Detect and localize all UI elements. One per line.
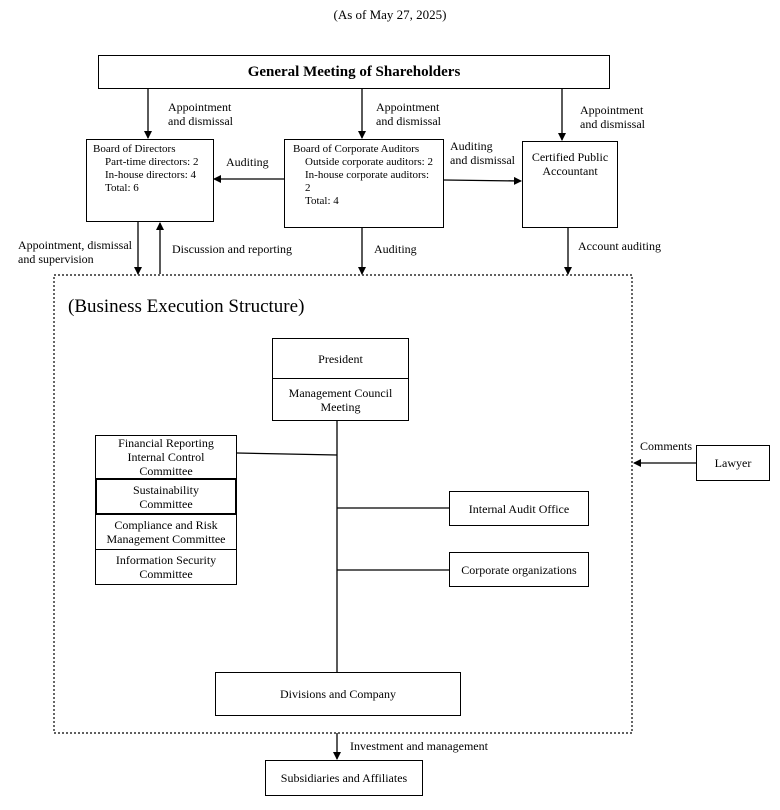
committee-compliance-risk[interactable]: Compliance and Risk Management Committee bbox=[95, 514, 237, 550]
lawyer-label: Lawyer bbox=[714, 456, 752, 470]
board-of-directors-line: In-house directors: 4 bbox=[105, 169, 197, 181]
subsidiaries-affiliates-label: Subsidiaries and Affiliates bbox=[280, 771, 408, 785]
committee-information-security[interactable]: Information Security Committee bbox=[95, 549, 237, 585]
president-box[interactable]: President bbox=[272, 338, 409, 379]
committee-label: Information Security Committee bbox=[115, 553, 217, 581]
internal-audit-office-label: Internal Audit Office bbox=[468, 501, 570, 516]
label-investment-management: Investment and management bbox=[350, 739, 488, 753]
committee-label: Financial Reporting Internal Control Com… bbox=[118, 436, 214, 478]
committees-connector bbox=[236, 452, 338, 456]
label-appointment-supervision: Appointment, dismissal and supervision bbox=[18, 238, 132, 266]
board-of-directors-line: Part-time directors: 2 bbox=[105, 156, 199, 168]
label-appointment-cpa: Appointment and dismissal bbox=[580, 103, 645, 131]
board-of-auditors-box[interactable]: Board of Corporate Auditors Outside corp… bbox=[284, 139, 444, 228]
divisions-company-box[interactable]: Divisions and Company bbox=[215, 672, 461, 716]
label-auditing-left: Auditing bbox=[226, 155, 269, 169]
execution-title: (Business Execution Structure) bbox=[68, 296, 305, 317]
label-discussion-reporting: Discussion and reporting bbox=[172, 242, 292, 256]
board-of-auditors-line: In-house corporate auditors: 2 bbox=[305, 169, 430, 194]
board-of-directors-box[interactable]: Board of Directors Part-time directors: … bbox=[86, 139, 214, 222]
label-comments: Comments bbox=[640, 439, 693, 453]
committee-sustainability[interactable]: Sustainability Committee bbox=[95, 478, 237, 515]
shareholders-box[interactable]: General Meeting of Shareholders bbox=[98, 55, 610, 89]
committee-financial-reporting[interactable]: Financial Reporting Internal Control Com… bbox=[95, 435, 237, 479]
board-of-auditors-line: Outside corporate auditors: 2 bbox=[305, 156, 433, 168]
board-of-directors-line: Total: 6 bbox=[105, 182, 139, 194]
committee-label: Compliance and Risk Management Committee bbox=[106, 518, 226, 546]
label-appointment-auditors: Appointment and dismissal bbox=[376, 100, 441, 128]
cpa-box[interactable]: Certified Public Accountant bbox=[522, 141, 618, 228]
corporate-organizations-box[interactable]: Corporate organizations bbox=[449, 552, 589, 587]
shareholders-label: General Meeting of Shareholders bbox=[247, 63, 461, 80]
corporate-organizations-label: Corporate organizations bbox=[461, 562, 577, 577]
committee-label: Sustainability Committee bbox=[133, 482, 199, 511]
internal-audit-office-box[interactable]: Internal Audit Office bbox=[449, 491, 589, 526]
label-account-auditing: Account auditing bbox=[578, 239, 661, 253]
president-label: President bbox=[318, 351, 363, 366]
management-council-label: Management Council Meeting bbox=[288, 385, 393, 414]
subsidiaries-affiliates-box[interactable]: Subsidiaries and Affiliates bbox=[265, 760, 423, 796]
management-council-box[interactable]: Management Council Meeting bbox=[272, 378, 409, 421]
cpa-label: Certified Public Accountant bbox=[531, 150, 609, 178]
board-of-auditors-line: Total: 4 bbox=[305, 195, 339, 207]
board-of-directors-title: Board of Directors bbox=[93, 143, 176, 155]
board-of-auditors-title: Board of Corporate Auditors bbox=[293, 143, 420, 155]
as-of-date: (As of May 27, 2025) bbox=[333, 7, 447, 22]
label-appointment-directors: Appointment and dismissal bbox=[168, 100, 233, 128]
divisions-company-label: Divisions and Company bbox=[280, 687, 396, 701]
label-auditing-down: Auditing bbox=[374, 242, 417, 256]
arrow-auditors-to-cpa bbox=[443, 176, 522, 185]
label-auditing-and-dismissal: Auditing and dismissal bbox=[450, 139, 515, 167]
lawyer-box[interactable]: Lawyer bbox=[696, 445, 770, 481]
